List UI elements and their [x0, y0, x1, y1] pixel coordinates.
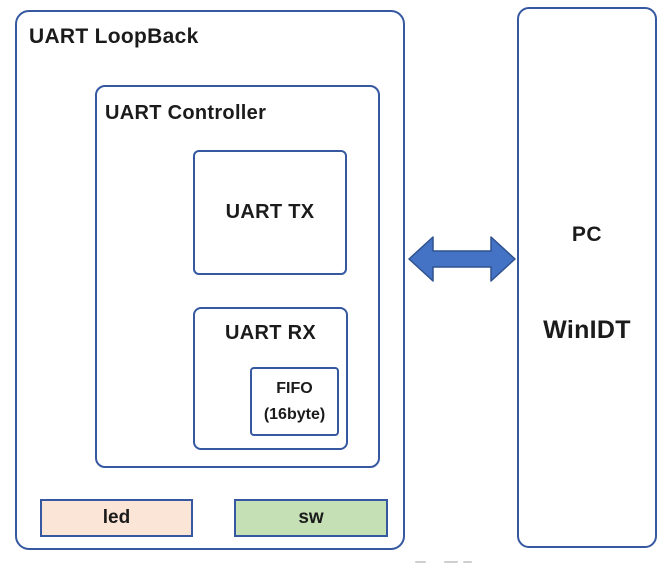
uart-controller-box: UART Controller UART TX UART RX FIFO (16… — [95, 85, 380, 468]
uart-rx-box: UART RX FIFO (16byte) — [193, 307, 348, 450]
fifo-size-label: (16byte) — [263, 405, 326, 423]
uart-loopback-label: UART LoopBack — [29, 25, 199, 48]
bidirectional-arrow-icon — [408, 236, 516, 282]
led-box: led — [40, 499, 193, 537]
uart-tx-label: UART TX — [225, 201, 315, 223]
sw-box: sw — [234, 499, 388, 537]
winidt-label: WinIDT — [543, 316, 631, 344]
fifo-label: FIFO — [276, 379, 313, 397]
fifo-box: FIFO (16byte) — [250, 367, 339, 436]
uart-controller-label: UART Controller — [105, 102, 267, 124]
led-label: led — [102, 507, 131, 528]
sw-label: sw — [298, 507, 324, 528]
pc-label: PC — [571, 223, 603, 246]
pc-box: PC WinIDT — [517, 7, 657, 548]
uart-rx-label: UART RX — [225, 322, 316, 344]
uart-tx-box: UART TX — [193, 150, 347, 275]
uart-loopback-box: UART LoopBack UART Controller UART TX UA… — [15, 10, 405, 550]
